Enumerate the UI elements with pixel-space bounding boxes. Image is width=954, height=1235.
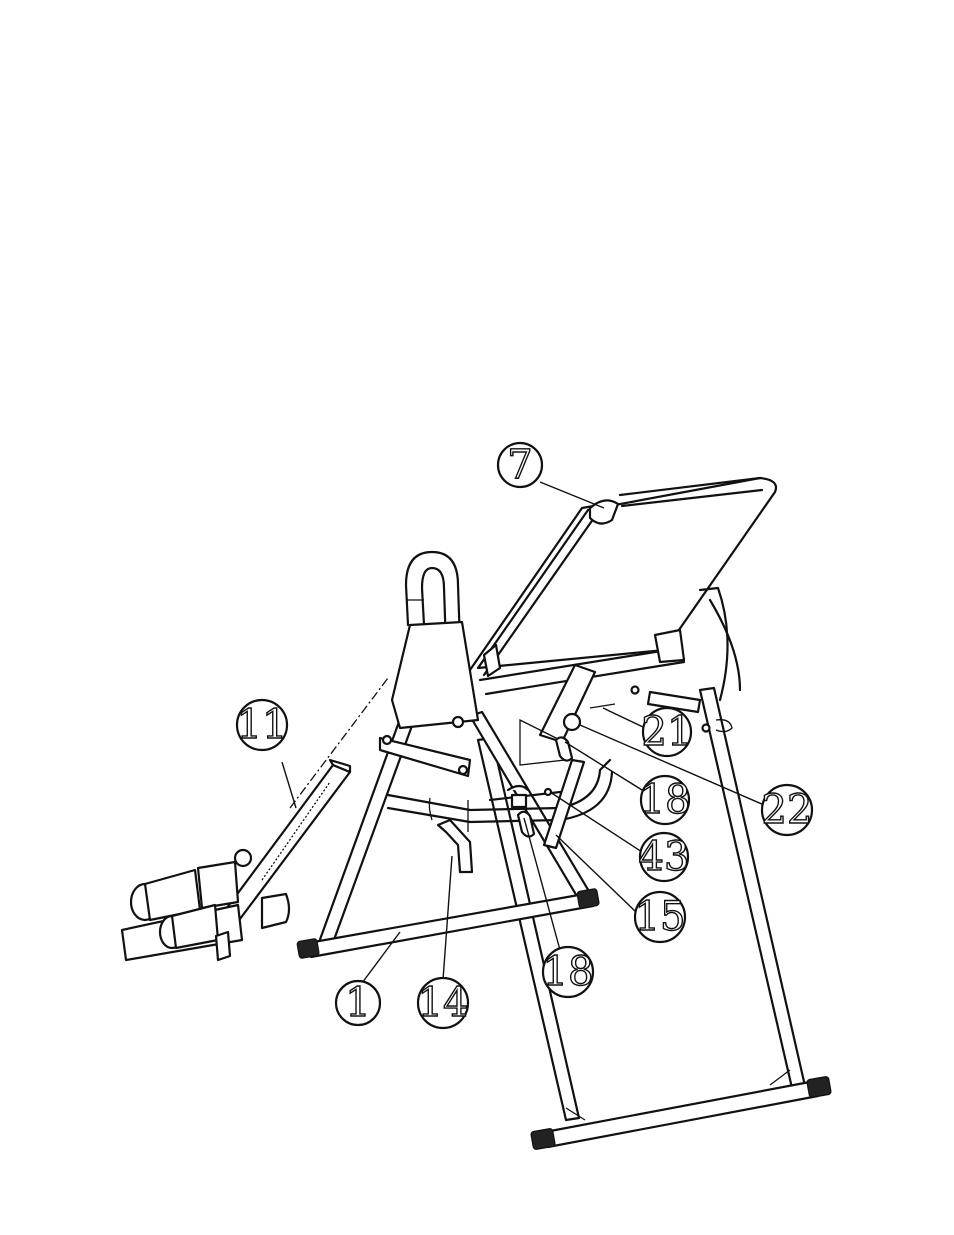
rear-foot-cap-right [807, 1076, 832, 1098]
callout-18-lower: 18 [543, 947, 594, 997]
front-foot-cap-right [577, 888, 600, 908]
front-foot-cap-left [297, 938, 320, 958]
u-bracket-body [438, 820, 472, 872]
rear-base-bar [545, 1081, 818, 1147]
rear-leg-right [700, 688, 805, 1088]
main-beam [520, 665, 732, 765]
rear-gusset-right [770, 1070, 790, 1085]
pivot-pin-21 [590, 704, 615, 708]
rear-roller-right [198, 862, 238, 908]
callout-21: 21 [642, 708, 693, 756]
callout-11: 11 [237, 700, 288, 750]
strap-buckle [512, 795, 526, 807]
callout-21-label: 21 [642, 709, 693, 755]
callout-7: 7 [498, 442, 542, 488]
callout-1-label: 1 [345, 980, 370, 1026]
main-beam-square-tube [540, 665, 595, 742]
backrest-hinge-left [484, 645, 500, 676]
u-bracket-14 [438, 800, 472, 872]
front-base-bar [308, 893, 593, 957]
right-bolt-upper [632, 687, 639, 694]
callout-22-label: 22 [762, 787, 813, 833]
ankle-tube-bottom [216, 932, 230, 960]
pivot-bracket [380, 622, 478, 776]
callout-1: 1 [336, 980, 380, 1026]
ankle-pop-pin-knob [235, 850, 251, 866]
cross-tube-bend [429, 798, 432, 820]
callout-18-upper: 18 [640, 776, 691, 824]
leader-11 [282, 762, 296, 808]
callout-7-label: 7 [507, 442, 532, 488]
pivot-bolt [453, 717, 463, 727]
callout-22: 22 [762, 785, 813, 835]
pivot-plate [392, 622, 478, 728]
callout-14: 14 [418, 978, 469, 1028]
leader-21 [603, 708, 643, 727]
knob-22 [564, 714, 580, 730]
bracket-bolt-right [459, 766, 467, 774]
adjustment-rod-15 [544, 760, 584, 848]
callout-14-label: 14 [418, 980, 469, 1026]
callout-43-label: 43 [639, 834, 690, 880]
callout-43: 43 [639, 833, 690, 881]
backrest-table [470, 478, 776, 700]
bracket-bolt-left [383, 736, 391, 744]
callout-18b-label: 18 [543, 949, 594, 995]
front-roller-right [262, 894, 289, 928]
callout-15-label: 15 [635, 894, 686, 940]
rear-foot-cap-left [531, 1128, 556, 1150]
right-bolt-lower [703, 725, 710, 732]
callout-11-label: 11 [237, 702, 288, 748]
backrest-right-bracket [655, 630, 684, 662]
callout-18a-label: 18 [640, 777, 691, 823]
clip-18-upper [556, 737, 572, 760]
callout-15: 15 [635, 892, 686, 942]
leader-7 [540, 482, 604, 508]
